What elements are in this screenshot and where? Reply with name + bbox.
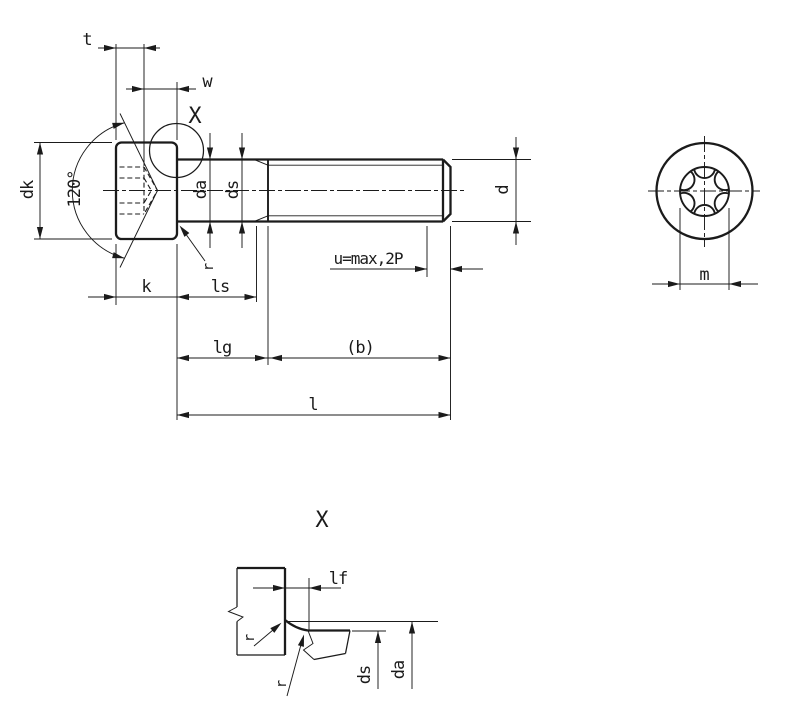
hexalobular-recess-lobes bbox=[679, 169, 730, 214]
thread-runout-top bbox=[253, 159, 269, 166]
cone-construction-lines bbox=[119, 113, 159, 268]
recess-circle bbox=[679, 166, 730, 217]
dim-t: t bbox=[82, 30, 160, 166]
dim-dk: dk bbox=[18, 142, 112, 240]
dim-label-b: (b) bbox=[346, 338, 374, 358]
dim-label-t: t bbox=[82, 30, 91, 50]
dim-u: u=max,2P bbox=[330, 226, 483, 277]
dim-da: da bbox=[191, 133, 214, 248]
dim-label-r-shank: r bbox=[274, 680, 290, 688]
angle-dimension-120: 120° bbox=[65, 113, 159, 268]
dim-k-ls: k ls bbox=[88, 226, 257, 420]
thread-runout-bottom bbox=[253, 215, 269, 222]
dim-w: w bbox=[126, 72, 214, 140]
leader-r-head-detail: r bbox=[242, 622, 282, 647]
dim-label-ds-detail: ds bbox=[355, 666, 375, 684]
detail-break-left bbox=[227, 606, 244, 622]
dim-ds-detail: ds bbox=[352, 630, 386, 689]
dim-d: d bbox=[452, 137, 531, 245]
detail-shank-cut-bottom bbox=[313, 652, 346, 661]
dim-label-ls: ls bbox=[211, 277, 229, 297]
end-view: m bbox=[648, 136, 760, 290]
dim-label-r: r bbox=[201, 263, 217, 271]
dim-label-da: da bbox=[191, 181, 211, 199]
dim-label-lg: lg bbox=[213, 338, 231, 358]
side-view: 120° X t w dk bbox=[18, 30, 531, 420]
dim-lf: lf bbox=[253, 569, 348, 631]
detail-circle-x bbox=[148, 122, 205, 179]
tip-chamfer bbox=[442, 158, 452, 223]
dim-da-detail: da bbox=[286, 621, 438, 689]
head-outer-circle bbox=[655, 141, 754, 241]
leader-r-fillet: r bbox=[179, 225, 217, 271]
detail-shank-cut-right bbox=[344, 630, 351, 654]
dim-label-120deg: 120° bbox=[65, 171, 85, 208]
dim-label-d: d bbox=[493, 185, 513, 194]
screw-head-outline bbox=[114, 141, 179, 241]
dim-label-lf: lf bbox=[329, 569, 347, 589]
dim-label-r-head: r bbox=[242, 634, 258, 642]
dim-label-u: u=max,2P bbox=[333, 249, 402, 268]
dim-ds: ds bbox=[223, 133, 246, 248]
detail-view-x: X lf da bbox=[227, 508, 438, 697]
dim-label-dk: dk bbox=[18, 180, 38, 199]
leader-r-shank-detail: r bbox=[274, 634, 304, 697]
dim-label-ds: ds bbox=[223, 181, 243, 199]
dim-label-m: m bbox=[699, 265, 709, 285]
dim-label-da-detail: da bbox=[389, 661, 409, 679]
dim-label-l: l bbox=[308, 395, 317, 415]
dim-lg-b: lg (b) bbox=[177, 226, 451, 420]
dim-m: m bbox=[652, 208, 758, 290]
dim-l: l bbox=[177, 395, 451, 419]
dim-label-k: k bbox=[141, 277, 151, 297]
angle-arc bbox=[71, 122, 125, 259]
detail-break-shank bbox=[302, 630, 315, 660]
dim-label-w: w bbox=[202, 72, 213, 92]
detail-marker-x: X bbox=[188, 104, 202, 129]
detail-view-title: X bbox=[315, 508, 329, 533]
